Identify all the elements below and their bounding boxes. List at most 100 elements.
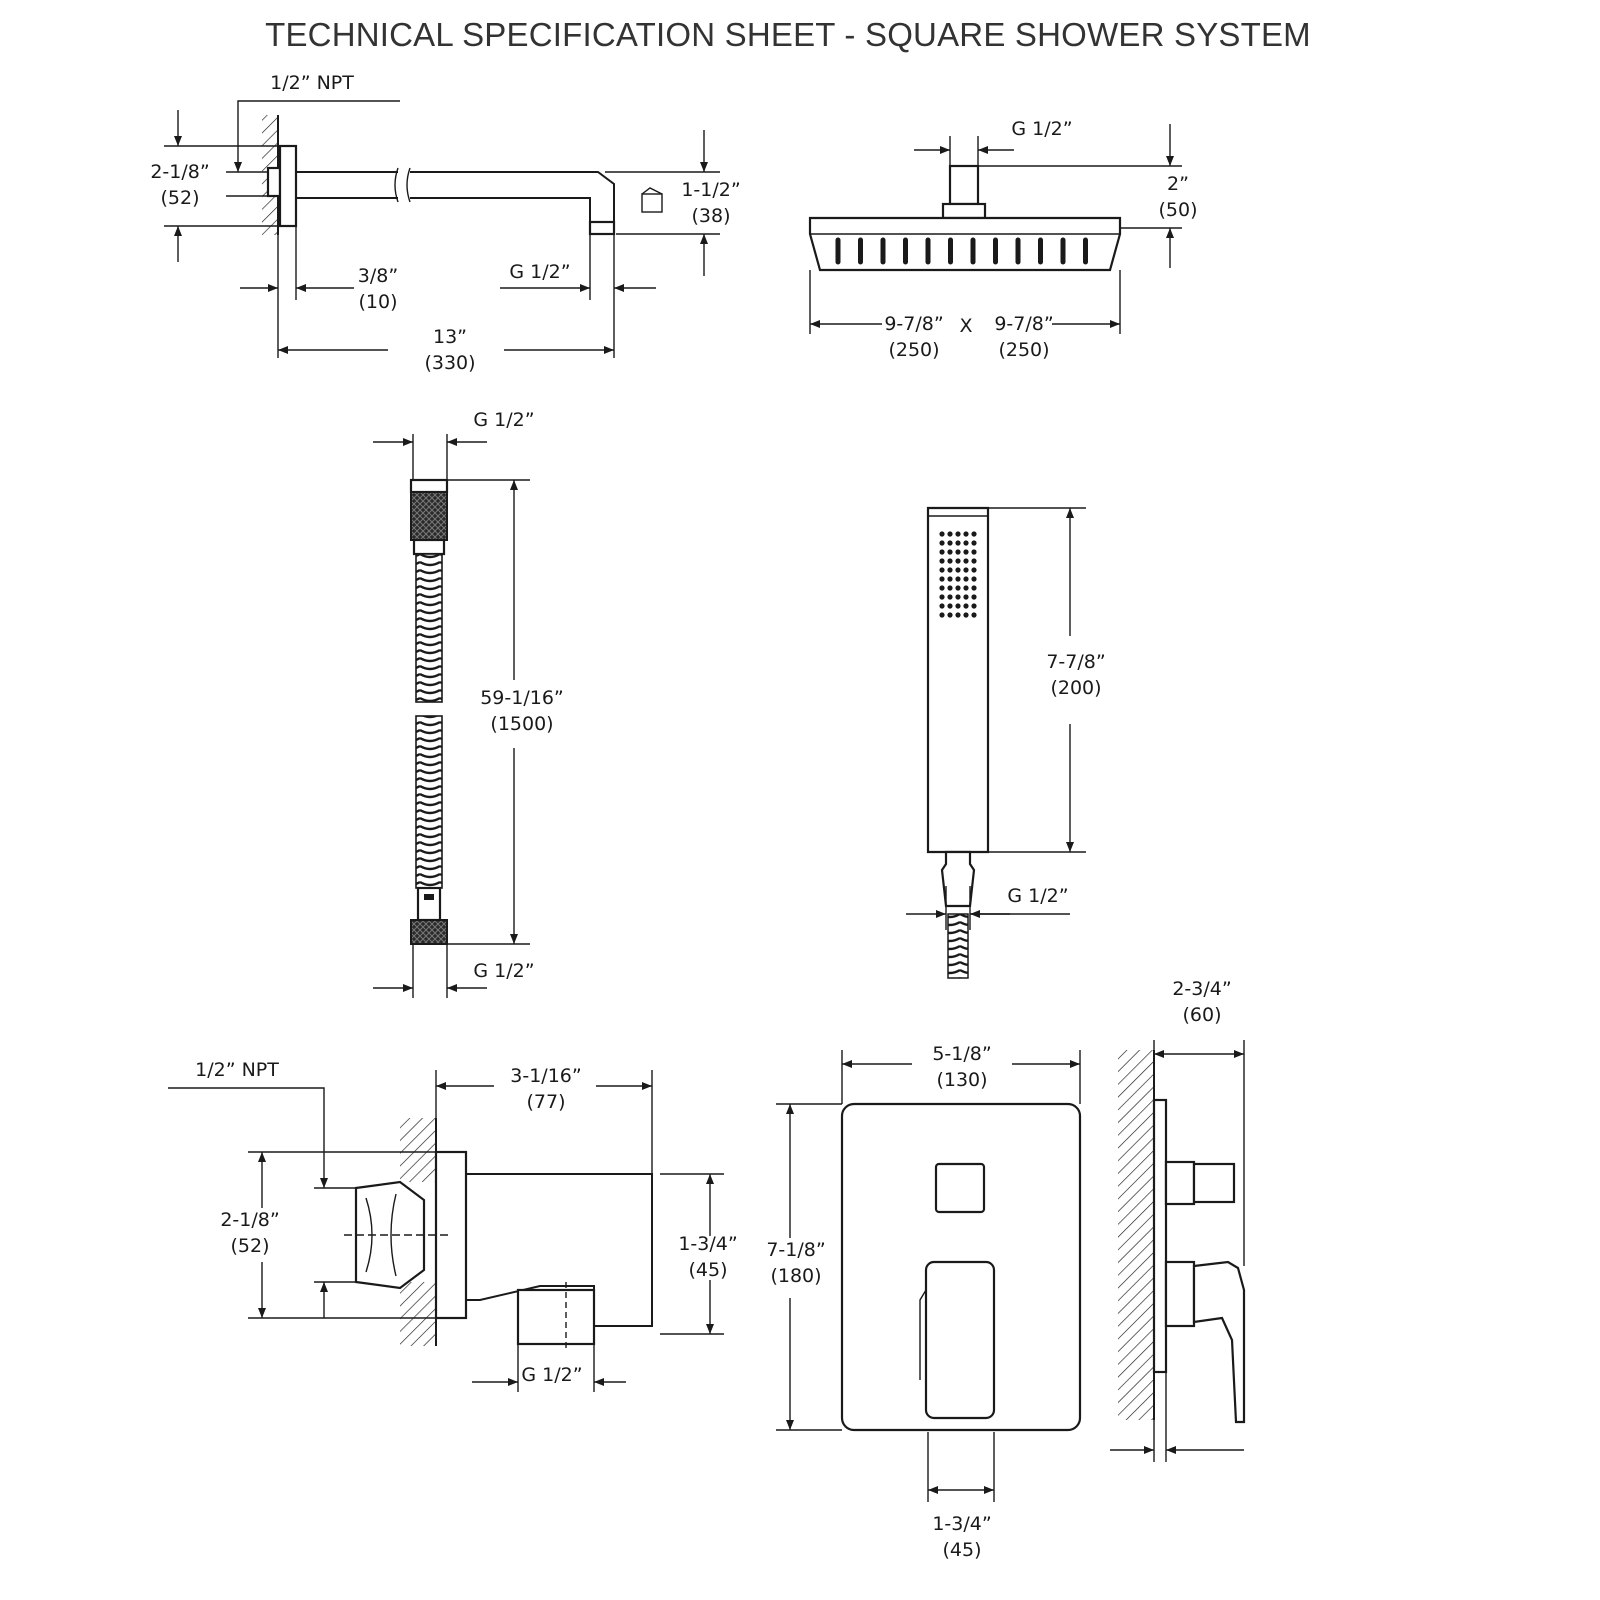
rain-head-depth-in: 9-7/8” — [994, 313, 1053, 335]
spray-hole — [963, 567, 969, 573]
spray-hole — [955, 585, 961, 591]
arm-wall-gap-mm: (10) — [358, 291, 397, 313]
spray-hole — [963, 585, 969, 591]
spray-hole — [947, 549, 953, 555]
wall-elbow-drawing: 1/2” NPT 2-1/8” (52) 3-1/16” (77) 1-3/4”… — [168, 1059, 738, 1392]
spray-hole — [971, 549, 977, 555]
rain-head-nozzles — [835, 237, 1088, 265]
spray-hole — [939, 540, 945, 546]
spray-hole — [939, 567, 945, 573]
spray-hole — [963, 603, 969, 609]
spray-hole — [955, 612, 961, 618]
arm-outlet-label: G 1/2” — [509, 261, 570, 283]
side-wall-hatch — [1118, 1050, 1154, 1420]
arm-outlet-nut — [588, 220, 616, 236]
spray-hole — [947, 612, 953, 618]
spray-hole — [971, 540, 977, 546]
rain-head-times: X — [959, 315, 972, 337]
spray-hole — [971, 612, 977, 618]
spray-hole — [963, 540, 969, 546]
diverter-knob — [934, 1162, 986, 1214]
elbow-depth-in: 3-1/16” — [510, 1065, 581, 1087]
spray-hole — [955, 603, 961, 609]
spray-hole — [947, 576, 953, 582]
spray-hole — [955, 567, 961, 573]
hose-coil-lower — [415, 715, 443, 889]
hand-shower-hose-stub — [947, 913, 969, 979]
arm-drop-in: 1-1/2” — [681, 179, 740, 201]
spray-hole — [971, 585, 977, 591]
hose-coil-upper — [415, 553, 443, 703]
rain-head-inlet-label: G 1/2” — [1011, 118, 1072, 140]
elbow-flange-height-in: 2-1/8” — [220, 1209, 279, 1231]
rain-head-depth-mm: (250) — [998, 339, 1049, 361]
arm-section-icon — [641, 193, 663, 213]
spray-hole — [939, 585, 945, 591]
valve-trim-front-drawing: 5-1/8” (130) 7-1/8” (180) 1-3/4” (45) — [766, 1043, 1082, 1561]
spray-hole — [971, 558, 977, 564]
spray-hole — [963, 594, 969, 600]
spray-hole — [963, 558, 969, 564]
arm-flange-height-in: 2-1/8” — [150, 161, 209, 183]
elbow-depth-mm: (77) — [526, 1091, 565, 1113]
rain-head-width-in: 9-7/8” — [884, 313, 943, 335]
elbow-inlet-label: 1/2” NPT — [195, 1059, 279, 1081]
spray-hole — [939, 612, 945, 618]
page-title: TECHNICAL SPECIFICATION SHEET - SQUARE S… — [265, 16, 1311, 53]
trim-projection-in: 2-3/4” — [1172, 978, 1231, 1000]
trim-width-in: 5-1/8” — [932, 1043, 991, 1065]
elbow-outlet — [516, 1288, 596, 1346]
spray-hole — [971, 603, 977, 609]
rain-head-width-mm: (250) — [888, 339, 939, 361]
arm-flange — [278, 144, 298, 228]
hand-shower-length-mm: (200) — [1050, 677, 1101, 699]
trim-height-in: 7-1/8” — [766, 1239, 825, 1261]
rain-head-drawing: G 1/2” 2” (50) 9-7/8” (250) X 9-7/8” (25… — [808, 118, 1198, 361]
spray-hole — [971, 531, 977, 537]
spray-hole — [955, 594, 961, 600]
hose-top-nut — [410, 491, 448, 541]
spray-hole — [947, 603, 953, 609]
valve-handle — [924, 1260, 996, 1420]
hand-shower-drawing: 7-7/8” (200) G 1/2” — [906, 506, 1106, 979]
trim-projection-mm: (60) — [1182, 1004, 1221, 1026]
spray-hole — [939, 603, 945, 609]
spray-hole — [947, 531, 953, 537]
hose-top-fitting-label: G 1/2” — [473, 409, 534, 431]
trim-handle-width-in: 1-3/4” — [932, 1513, 991, 1535]
spray-hole — [963, 576, 969, 582]
spray-hole — [955, 549, 961, 555]
rain-head-height-mm: (50) — [1158, 199, 1197, 221]
elbow-outlet-label: G 1/2” — [521, 1364, 582, 1386]
spray-hole — [939, 576, 945, 582]
rain-head-plate — [808, 216, 1122, 272]
spray-hole — [947, 594, 953, 600]
arm-flange-height-mm: (52) — [160, 187, 199, 209]
arm-drop-mm: (38) — [691, 205, 730, 227]
spray-hole — [963, 549, 969, 555]
spray-hole — [955, 576, 961, 582]
spray-hole — [955, 540, 961, 546]
rain-head-connector — [948, 164, 980, 206]
spray-hole — [971, 576, 977, 582]
spray-hole — [963, 612, 969, 618]
spray-hole — [947, 540, 953, 546]
trim-handle-width-mm: (45) — [942, 1539, 981, 1561]
spray-hole — [947, 585, 953, 591]
arm-tube — [410, 171, 615, 223]
hose-length-in: 59-1/16” — [480, 687, 564, 709]
hand-shower-length-in: 7-7/8” — [1046, 651, 1105, 673]
arm-inlet-label: 1/2” NPT — [270, 72, 354, 94]
side-lever-handle — [1192, 1260, 1246, 1424]
hand-shower-fitting-label: G 1/2” — [1007, 885, 1068, 907]
elbow-inlet-nut — [354, 1180, 426, 1290]
spray-hole — [939, 531, 945, 537]
hose-length-mm: (1500) — [490, 713, 553, 735]
spray-hole — [955, 558, 961, 564]
spray-hole — [947, 558, 953, 564]
spray-hole — [963, 531, 969, 537]
elbow-body-height-in: 1-3/4” — [678, 1233, 737, 1255]
side-trim-plate — [1152, 1098, 1168, 1374]
arm-wall-gap-in: 3/8” — [358, 265, 398, 287]
hand-shower-spray-face — [939, 531, 977, 618]
